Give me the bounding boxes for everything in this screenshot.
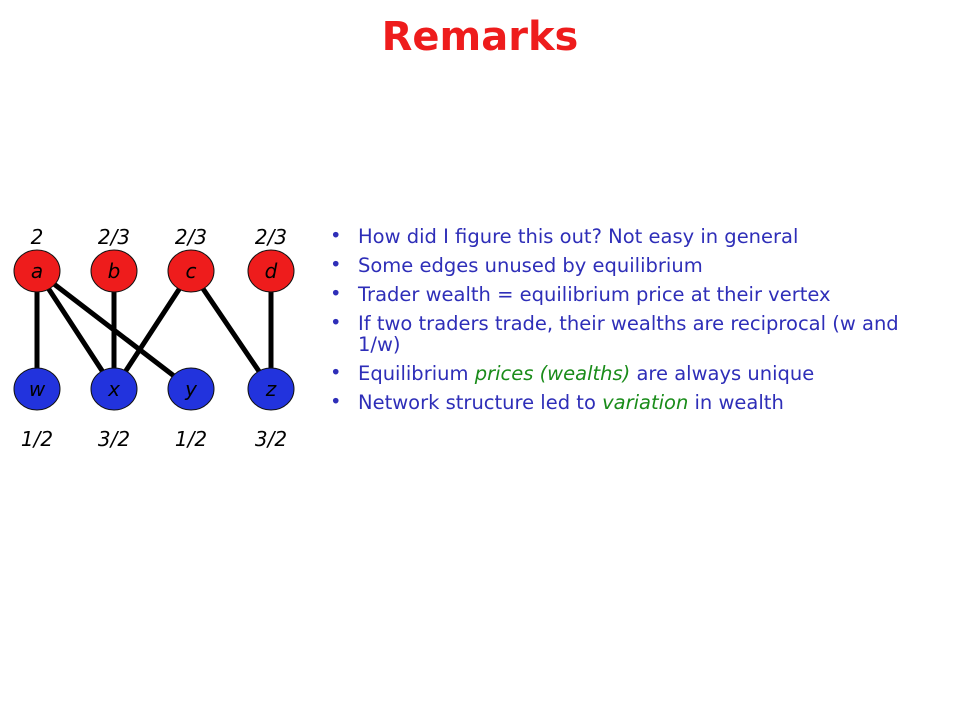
node-a: a [13,249,61,293]
bipartite-trading-graph: a b c d w x y z 2 2/3 2/3 2/3 1/2 3/2 1/2 3/2 [13,225,295,451]
remark-text: If two traders trade, their wealths are … [358,312,899,356]
node-w-circle [13,367,61,411]
node-z-label: z [265,377,277,401]
edge-a-x [34,268,117,392]
bullet-icon: • [330,390,342,413]
remark-item: • Trader wealth = equilibrium price at th… [330,282,930,306]
bullet-icon: • [330,311,342,334]
remark-text: in wealth [688,391,784,414]
node-b-label: b [108,259,121,283]
price-label-c: 2/3 [175,225,207,249]
edges-layer [34,268,274,392]
nodes-layer: a b c d w x y z [13,249,295,411]
node-d: d [247,249,295,293]
remark-text: are always unique [630,362,815,385]
node-a-circle [13,249,61,293]
node-c-circle [167,249,215,293]
edge-c-z [188,268,274,392]
remark-item: • Network structure led to variation in w… [330,390,930,414]
node-y-circle [167,367,215,411]
node-x: x [90,367,138,411]
node-z: z [247,367,295,411]
prices-layer: 2 2/3 2/3 2/3 1/2 3/2 1/2 3/2 [21,225,287,451]
price-label-z: 3/2 [255,427,287,451]
remark-text: Equilibrium [358,362,475,385]
remark-text: Trader wealth = equilibrium price at the… [358,283,831,306]
node-b-circle [90,249,138,293]
node-c-label: c [186,259,197,283]
node-w: w [13,367,61,411]
price-label-w: 1/2 [21,427,53,451]
bullet-icon: • [330,361,342,384]
bullet-icon: • [330,224,342,247]
remark-text: Some edges unused by equilibrium [358,254,703,277]
highlighted-text: variation [602,391,689,414]
remark-text: Network structure led to [358,391,603,414]
price-label-y: 1/2 [175,427,207,451]
edge-c-x [111,268,194,392]
remarks-list: • How did I figure this out? Not easy in … [330,224,930,421]
bullet-icon: • [330,253,342,276]
remark-item: • If two traders trade, their wealths are… [330,311,930,356]
node-a-label: a [31,259,43,283]
price-label-a: 2 [31,225,44,249]
remark-item: • Some edges unused by equilibrium [330,253,930,277]
node-y: y [167,367,215,411]
node-x-label: x [107,377,120,401]
node-y-label: y [184,377,198,401]
remark-item: • How did I figure this out? Not easy in … [330,224,930,248]
slide-title: Remarks [381,14,579,60]
node-b: b [90,249,138,293]
node-x-circle [90,367,138,411]
remark-item: • Equilibrium prices (wealths) are always… [330,361,930,385]
node-c: c [167,249,215,293]
node-d-label: d [265,259,278,283]
node-w-label: w [29,377,46,401]
price-label-x: 3/2 [98,427,130,451]
price-label-b: 2/3 [98,225,130,249]
node-z-circle [247,367,295,411]
highlighted-text: prices (wealths) [474,362,631,385]
remark-text: How did I figure this out? Not easy in g… [358,225,799,248]
price-label-d: 2/3 [255,225,287,249]
node-d-circle [247,249,295,293]
bullet-icon: • [330,282,342,305]
